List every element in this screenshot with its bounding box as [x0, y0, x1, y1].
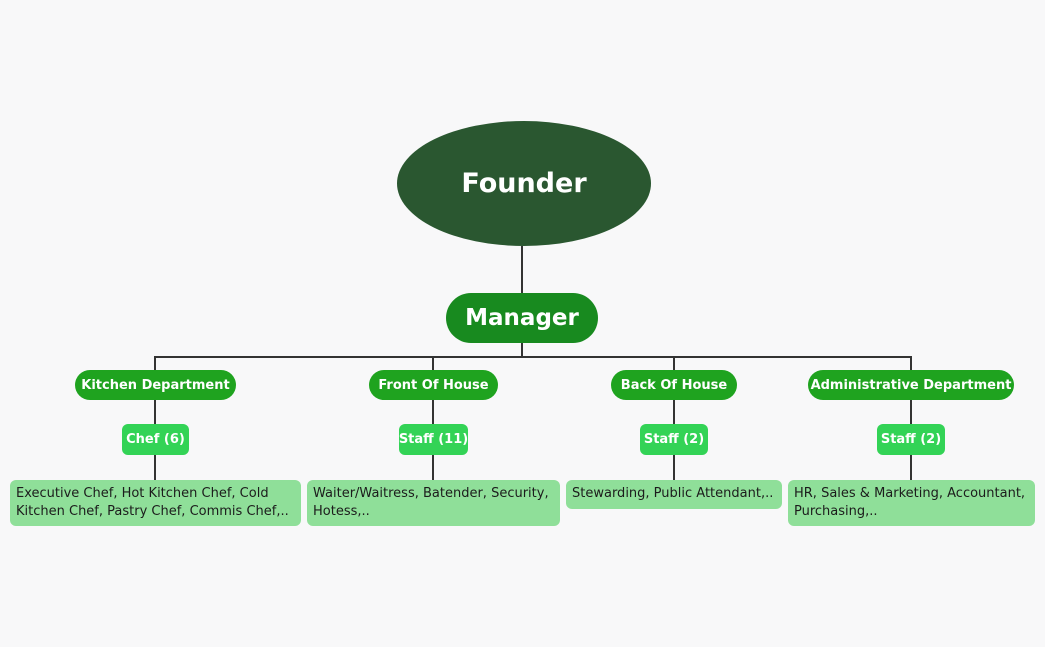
administrative-role-details[interactable]: HR, Sales & Marketing, Accountant, Purch… — [788, 480, 1035, 526]
front-of-house-role-connector — [432, 399, 434, 424]
kitchen-department-node[interactable]: Kitchen Department — [75, 370, 236, 400]
front-of-house-drop-connector — [432, 356, 434, 370]
back-of-house-detail-connector — [673, 455, 675, 480]
founder-node[interactable]: Founder — [397, 121, 651, 246]
administrative-detail-connector — [910, 455, 912, 480]
back-of-house-role-node[interactable]: Staff (2) — [640, 424, 708, 455]
front-of-house-node[interactable]: Front Of House — [369, 370, 498, 400]
founder-manager-connector — [521, 246, 523, 293]
front-of-house-detail-connector — [432, 455, 434, 480]
kitchen-role-connector — [154, 399, 156, 424]
back-of-house-node[interactable]: Back Of House — [611, 370, 737, 400]
front-of-house-role-details[interactable]: Waiter/Waitress, Batender, Security, Hot… — [307, 480, 560, 526]
administrative-role-node[interactable]: Staff (2) — [877, 424, 945, 455]
administrative-role-connector — [910, 399, 912, 424]
administrative-department-drop-connector — [910, 356, 912, 370]
back-of-house-drop-connector — [673, 356, 675, 370]
back-of-house-role-details[interactable]: Stewarding, Public Attendant,.. — [566, 480, 782, 509]
department-bus-connector — [154, 356, 912, 358]
back-of-house-role-connector — [673, 399, 675, 424]
kitchen-role-node[interactable]: Chef (6) — [122, 424, 189, 455]
manager-node[interactable]: Manager — [446, 293, 598, 343]
front-of-house-role-node[interactable]: Staff (11) — [399, 424, 468, 455]
administrative-department-node[interactable]: Administrative Department — [808, 370, 1014, 400]
kitchen-department-drop-connector — [154, 356, 156, 370]
kitchen-detail-connector — [154, 455, 156, 480]
manager-stem-connector — [521, 343, 523, 357]
kitchen-role-details[interactable]: Executive Chef, Hot Kitchen Chef, Cold K… — [10, 480, 301, 526]
